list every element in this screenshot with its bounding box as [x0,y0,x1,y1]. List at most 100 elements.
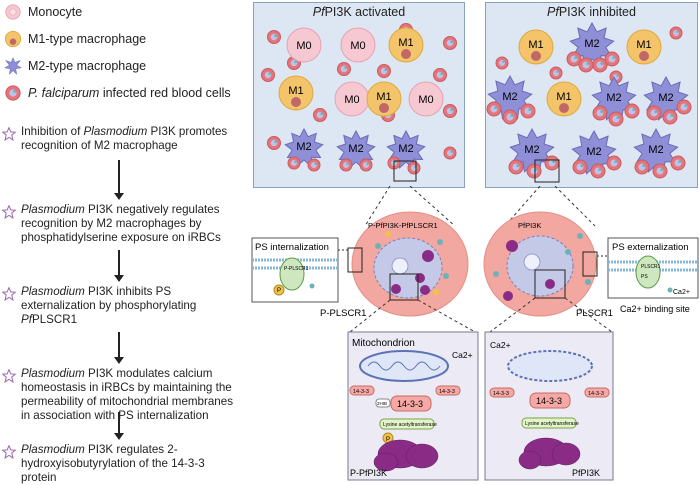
cell-label: M0 [418,94,433,106]
infected-rbc-icon [337,62,351,76]
cell-label: M1 [528,39,543,51]
svg-text:2HIB: 2HIB [377,401,387,406]
infected-rbc-icon [676,99,692,115]
infected-rbc-icon [526,163,542,179]
infected-rbc-icon [604,51,620,67]
svg-text:14-3-3: 14-3-3 [439,389,455,395]
svg-text:14-3-3: 14-3-3 [397,399,423,409]
monocyte-icon [340,27,376,63]
legend-label: Monocyte [28,5,83,19]
ps-internalization-box: PS internalization P-PLSCR1 P [251,237,339,303]
arrow-down-icon [114,412,124,440]
m1-macrophage-icon [278,75,314,111]
label-plscr1: PLSCR1 [576,308,613,319]
cell-label: M1 [556,91,571,103]
panel-title: PfPI3K inhibited [547,5,636,19]
infected-rbc-icon [592,105,608,121]
svg-text:Ca2+: Ca2+ [452,350,473,360]
zoom-rect [393,160,417,182]
star-icon [2,127,16,141]
infected-rbc-icon [313,108,327,122]
legend-label: M1-type macrophage [28,32,147,46]
cell-label: M1 [288,85,303,97]
infected-rbc-icon [670,155,686,171]
infected-rbc-icon [443,146,457,160]
legend-label: P. falciparum infected red blood cells [28,86,231,100]
cell-label: M2 [648,144,663,156]
svg-text:P: P [386,437,390,443]
infected-rbc-icon [495,56,509,70]
legend-item-monocyte: Monocyte [4,3,82,21]
irbc-unphosphorylated [483,211,597,317]
cell-label: M1 [398,37,413,49]
svg-text:PS: PS [641,274,648,280]
infected-rbc-icon [433,68,447,82]
cell-label: M0 [296,40,311,52]
infected-rbc-icon [287,156,301,170]
infected-rbc-icon [407,161,421,175]
m1-macrophage-icon [388,27,424,63]
m1-macrophage-icon [518,29,554,65]
arrow-down-icon [114,160,124,200]
infected-rbc-icon [624,103,640,119]
ps-internalization-title: PS internalization [255,242,329,253]
arrow-down-icon [114,250,124,282]
label-pfpi3k: PfPI3K [572,468,600,478]
cell-label: M1 [636,39,651,51]
infected-rbc-icon [339,158,353,172]
infected-rbc-icon [359,158,373,172]
infected-rbc-icon [267,30,281,44]
monocyte-icon [286,27,322,63]
infected-rbc-icon [267,136,281,150]
label-ca-binding-site: Ca2+ binding site [620,304,690,314]
infected-rbc-icon [669,26,683,40]
ps-externalization-title: PS externalization [612,242,689,253]
infected-rbc-icon [578,57,594,73]
infected-rbc-icon [261,68,275,82]
label-mitochondrion: Mitochondrion [352,338,415,349]
svg-text:P: P [277,288,281,294]
label-pfpi3k-cell: PfPI3K [518,221,541,230]
m1-macrophage-icon [626,29,662,65]
step-2: Plasmodium PI3K negatively regulates rec… [2,203,242,245]
label-p-plscr1: P-PLSCR1 [320,308,366,319]
irbc-phosphorylated [351,211,469,317]
step-text: Plasmodium PI3K modulates calcium homeos… [21,367,233,422]
infected-rbc-icon [377,64,391,78]
star-icon [2,369,16,383]
svg-text:Lysine acetyltransferase: Lysine acetyltransferase [383,422,437,428]
star-icon [2,445,16,459]
step-4: Plasmodium PI3K modulates calcium homeos… [2,367,242,423]
cell-label: M2 [502,91,517,103]
svg-text:Lysine acetyltransferase: Lysine acetyltransferase [525,421,579,427]
zoom-line [409,186,456,227]
svg-text:P-PLSCR1: P-PLSCR1 [284,266,309,272]
infected-rbc-icon [486,101,502,117]
legend-item-irbc: P. falciparum infected red blood cells [4,84,231,102]
infected-rbc-icon [634,159,650,175]
cell-label: M2 [586,146,601,158]
cell-label: M2 [348,143,363,155]
zoom-rect-membrane [347,247,363,273]
monocyte-icon [5,4,21,20]
m2-macrophage-icon [569,21,615,67]
mechanism-diagram: P-PfPI3K-PfPLSCR1 PS internalization P-P… [251,186,699,481]
cell-label: M2 [296,141,311,153]
infected-rbc-icon [5,85,21,101]
m1-macrophage-icon [366,81,402,117]
infected-rbc-icon [572,159,588,175]
star-icon [2,287,16,301]
step-text: Inhibition of Plasmodium PI3K promotes r… [21,125,228,152]
infected-rbc-icon [606,155,622,171]
infected-rbc-icon [549,66,563,80]
infected-rbc-icon [544,155,560,171]
arrow-down-icon [114,332,124,364]
step-text: Plasmodium PI3K regulates 2-hydroxyisobu… [21,443,205,484]
bottom-left-detail: Mitochondrion Ca2+ 14-3-3 14-3-3 14-3-3 … [347,331,479,481]
svg-text:PLSCR1: PLSCR1 [641,264,661,270]
zoom-line [364,186,391,227]
infected-rbc-icon [502,109,518,125]
cell-label: M2 [398,143,413,155]
infected-rbc-icon [520,103,536,119]
